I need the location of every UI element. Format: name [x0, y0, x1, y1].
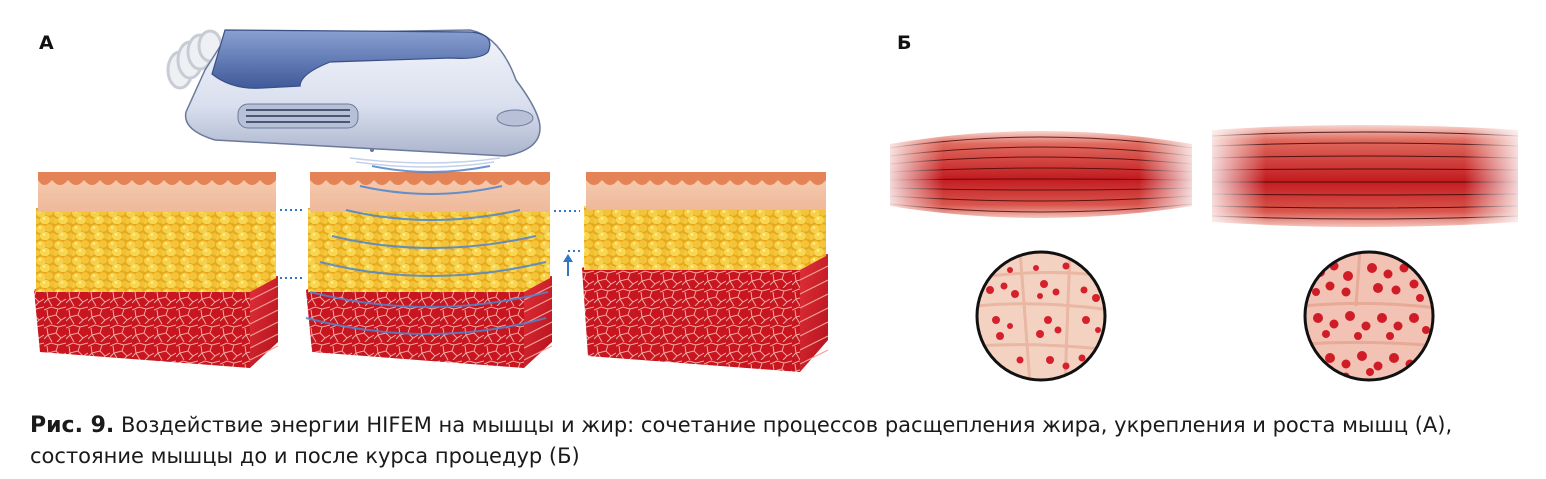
tissue-block-during [305, 165, 553, 368]
hifem-illustration [34, 29, 1520, 382]
caption-text: Воздействие энергии HIFEM на мышцы и жир… [30, 413, 1453, 468]
tissue-block-before [34, 172, 279, 368]
figure-caption: Рис. 9. Воздействие энергии HIFEM на мыш… [30, 410, 1520, 472]
level-guide-lines [280, 209, 580, 279]
figure-number: Рис. 9. [30, 413, 115, 438]
muscle-before [888, 118, 1194, 234]
muscle-after [1210, 120, 1520, 234]
cross-section-before [975, 250, 1107, 382]
panel-label-b: Б [897, 32, 912, 54]
tissue-block-after [582, 172, 829, 372]
panel-label-a: А [39, 32, 54, 54]
energy-waves [305, 165, 549, 335]
hifem-applicator-device [166, 29, 541, 168]
arrow-up-icon [563, 254, 573, 276]
cross-section-after [1303, 250, 1435, 382]
